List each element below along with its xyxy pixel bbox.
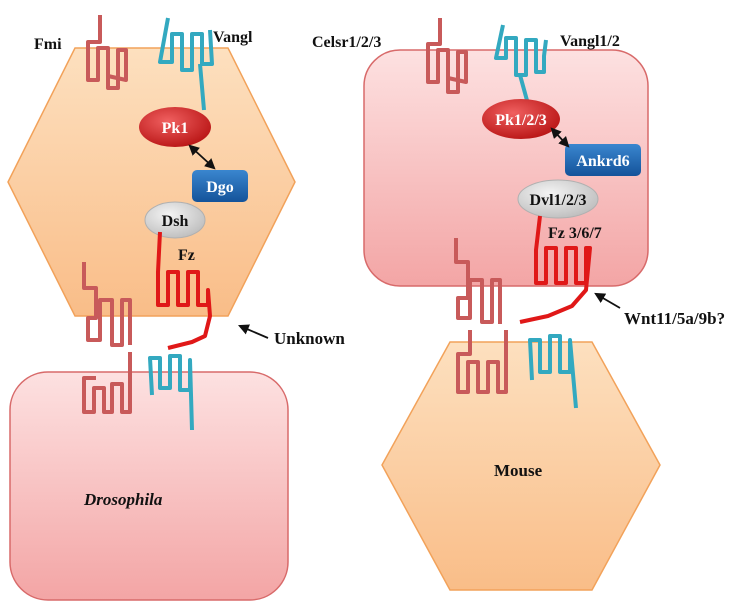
fz367-label: Fz 3/6/7 (548, 225, 602, 242)
pk123-label: Pk1/2/3 (495, 112, 547, 129)
celsr-receptor-top (426, 18, 468, 94)
mouse-panel: Celsr1/2/3 Vangl1/2 Pk1/2/3 Ankrd6 Dvl1/… (312, 18, 725, 591)
pk123-ankrd6-interaction-arrow (550, 127, 570, 148)
drosophila-panel: Fmi Vangl Pk1 Dgo Dsh Fz Unknown Drosoph… (7, 15, 345, 601)
celsr-receptor-middle (454, 238, 502, 324)
ankrd6-label: Ankrd6 (576, 153, 629, 170)
vangl12-receptor-top (494, 24, 548, 77)
fz-label: Fz (178, 247, 195, 264)
pk1-protein (139, 107, 211, 147)
unknown-ligand-arrow (238, 324, 269, 339)
wnt-ligand-label: Wnt11/5a/9b? (624, 309, 725, 328)
fmi-receptor-top (86, 15, 128, 90)
vangl-receptor-lower (148, 354, 194, 431)
fmi-label: Fmi (34, 36, 62, 53)
pk1-dgo-interaction-arrow (188, 144, 216, 170)
pk1-label: Pk1 (162, 120, 189, 137)
wnt-ligand-arrow (594, 292, 621, 309)
celsr-label: Celsr1/2/3 (312, 34, 381, 51)
dgo-protein (192, 170, 248, 202)
mouse-lower-cell (381, 341, 661, 591)
dvl123-label: Dvl1/2/3 (530, 192, 587, 209)
dsh-protein (144, 201, 206, 239)
drosophila-lower-cell (9, 371, 289, 601)
mouse-organism-label: Mouse (494, 461, 543, 480)
dsh-label: Dsh (162, 213, 189, 230)
unknown-ligand-label: Unknown (274, 329, 345, 348)
vangl12-label: Vangl1/2 (560, 33, 620, 50)
fmi-receptor-lower (82, 352, 132, 414)
vangl12-receptor-lower (528, 334, 578, 409)
celsr-receptor-lower (456, 330, 508, 394)
ankrd6-protein (565, 144, 641, 176)
vangl-receptor-top (158, 17, 214, 72)
fz367-receptor (519, 215, 592, 324)
dgo-label: Dgo (206, 179, 234, 196)
pk123-protein (482, 99, 560, 139)
vangl-label: Vangl (213, 29, 253, 46)
drosophila-organism-label: Drosophila (83, 490, 163, 509)
fz-receptor (156, 231, 212, 350)
dvl123-protein (517, 179, 599, 219)
fmi-receptor-middle (82, 262, 132, 347)
drosophila-upper-cell (7, 47, 296, 317)
